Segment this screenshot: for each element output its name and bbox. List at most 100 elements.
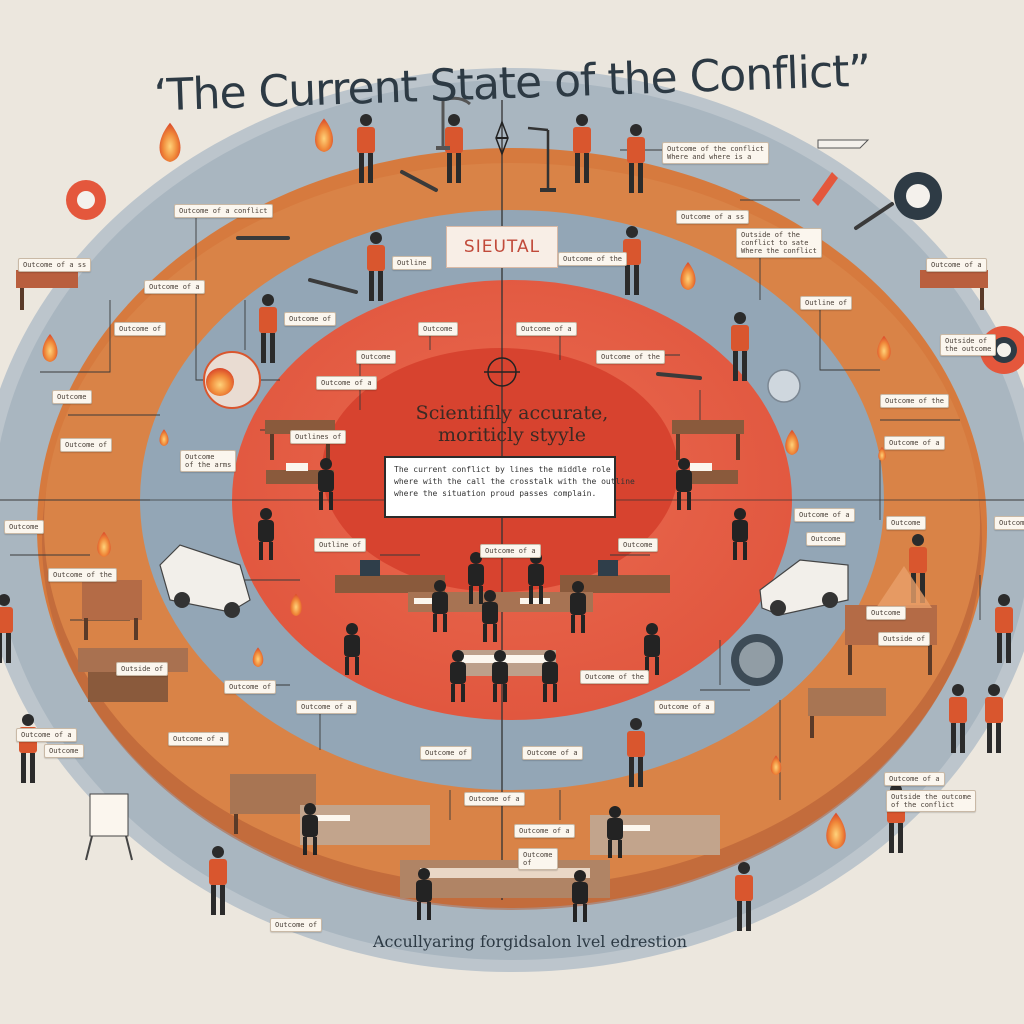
annotation-label: Outcome of the conflict Where and where … xyxy=(662,142,769,164)
annotation-label: Outside of xyxy=(878,632,931,646)
annotation-label: Outcome xyxy=(44,744,84,758)
person-icon xyxy=(607,806,623,858)
crosshair-icon-top xyxy=(495,119,509,157)
annotation-label: Outcome of a ss xyxy=(18,258,92,272)
table-icon xyxy=(335,560,445,593)
footer-caption: Accullyaring forgidsalon lvel edrestion xyxy=(372,932,688,951)
person-icon xyxy=(0,594,13,663)
person-icon xyxy=(542,650,558,702)
flame-icon xyxy=(159,429,169,446)
person-icon xyxy=(468,552,484,604)
annotation-label: Outcome of xyxy=(420,746,473,760)
annotation-label: Outcome of xyxy=(518,848,558,870)
person-icon xyxy=(492,650,508,702)
crosshair-icon xyxy=(484,357,520,387)
annotation-label: Outcome xyxy=(866,606,906,620)
annotation-label: Outcome of a xyxy=(926,258,987,272)
person-icon xyxy=(357,114,375,183)
annotation-label: Outcome of a xyxy=(168,732,229,746)
person-icon xyxy=(731,312,749,381)
person-icon xyxy=(573,114,591,183)
annotation-label: Outcome of a xyxy=(316,376,377,390)
table-icon xyxy=(408,592,593,612)
annotation-label: Outcome xyxy=(4,520,44,534)
annotation-label: Outline of xyxy=(800,296,853,310)
annotation-label: Outcome of a xyxy=(516,322,577,336)
status-badge: SIEUTAL xyxy=(446,226,558,268)
annotation-label: Outcome of a xyxy=(522,746,583,760)
annotation-label: Outcome of a xyxy=(884,436,945,450)
annotation-label: Outcome of a ss xyxy=(676,210,750,224)
warning-triangle xyxy=(876,566,932,608)
person-icon xyxy=(344,623,360,675)
annotation-label: Outcome of a xyxy=(514,824,575,838)
person-icon xyxy=(432,580,448,632)
person-icon xyxy=(676,458,692,510)
annotation-label: Outcome xyxy=(418,322,458,336)
annotation-label: Outcome of the xyxy=(558,252,628,266)
desks xyxy=(16,270,988,898)
annotation-label: Outcome of a conflict xyxy=(174,204,273,218)
person-icon xyxy=(627,718,645,787)
person-icon xyxy=(259,294,277,363)
flame-icon xyxy=(42,334,58,362)
flame-icon xyxy=(877,335,891,361)
person-icon xyxy=(735,862,753,931)
annotation-label: Outcome of a xyxy=(144,280,205,294)
flame-icon xyxy=(680,262,696,290)
flame-icon xyxy=(290,593,302,616)
person-icon xyxy=(985,684,1003,753)
person-icon xyxy=(302,803,318,855)
spotlight-icon xyxy=(66,172,1024,686)
table-icon xyxy=(300,805,430,845)
person-icon xyxy=(949,684,967,753)
vehicle-icon xyxy=(759,559,849,616)
annotation-label: Outside the outcome of the conflict xyxy=(886,790,977,812)
annotation-label: Outcome of a xyxy=(794,508,855,522)
annotation-label: Outline of xyxy=(314,538,367,552)
annotation-label: Outcome of a xyxy=(296,700,357,714)
annotation-label: Outcome xyxy=(806,532,846,546)
annotation-label: Outcome of the xyxy=(48,568,118,582)
annotation-label: Outline xyxy=(392,256,432,270)
standing-figures xyxy=(0,114,1013,931)
flame-icon xyxy=(97,531,111,557)
person-icon xyxy=(732,508,748,560)
annotation-label: Outcome xyxy=(52,390,92,404)
annotation-label: Outcome xyxy=(618,538,658,552)
person-icon xyxy=(482,590,498,642)
vehicle-icon xyxy=(159,544,251,618)
annotation-label: Outcome of a xyxy=(884,772,945,786)
annotation-label: Outcome of the xyxy=(880,394,950,408)
annotation-label: Outside of the outcome xyxy=(940,334,997,356)
annotation-label: Outcome of the xyxy=(580,670,650,684)
annotation-label: Outcome of a xyxy=(16,728,77,742)
person-icon xyxy=(416,868,432,920)
flame-icon xyxy=(878,447,886,461)
flame-icon xyxy=(159,122,181,162)
annotation-label: Outside of xyxy=(116,662,169,676)
easel-icon xyxy=(85,793,133,861)
person-icon xyxy=(258,508,274,560)
annotation-label: Outcome of the arms xyxy=(180,450,237,472)
flame-icon xyxy=(826,812,846,849)
lamp-icon xyxy=(527,126,556,192)
table-icon xyxy=(920,270,988,310)
table-icon xyxy=(16,270,78,310)
annotation-label: Outcome of a xyxy=(480,544,541,558)
person-icon xyxy=(367,232,385,301)
annotation-label: Outside of the conflict to sate Where th… xyxy=(736,228,822,258)
person-icon xyxy=(318,458,334,510)
annotation-label: Outcome xyxy=(356,350,396,364)
rocket-icon xyxy=(812,139,870,206)
person-icon xyxy=(644,623,660,675)
table-icon xyxy=(82,580,142,640)
annotation-label: Outcome of xyxy=(224,680,277,694)
person-icon xyxy=(572,870,588,922)
weapon-icon xyxy=(236,170,894,380)
annotation-label: Outcome of a xyxy=(464,792,525,806)
annotation-label: Outcome of xyxy=(114,322,167,336)
annotation-label: Outcome of xyxy=(284,312,337,326)
table-icon xyxy=(560,560,670,593)
